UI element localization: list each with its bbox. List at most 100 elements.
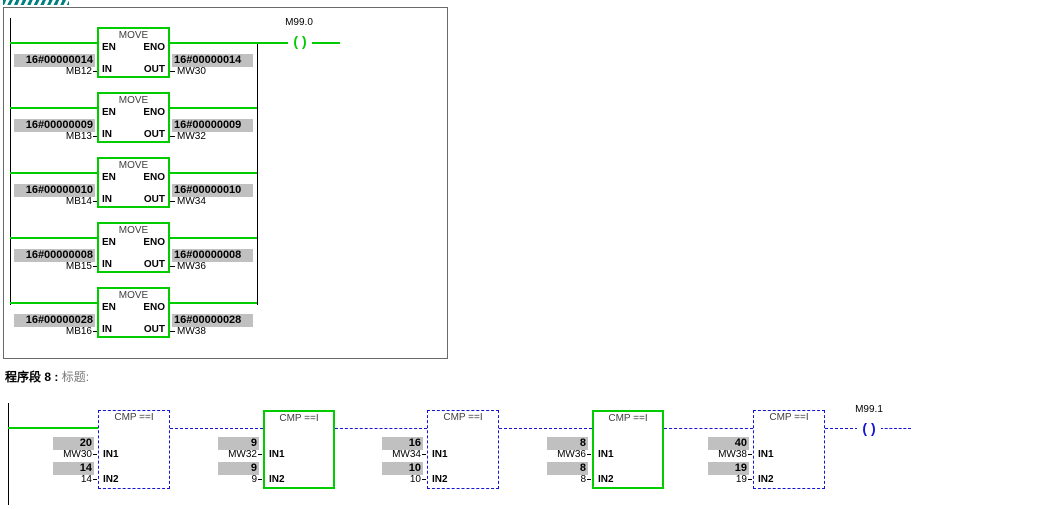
in-operand[interactable]: MB14	[14, 196, 97, 207]
in-operand[interactable]: MB15	[14, 261, 97, 272]
wire	[10, 302, 97, 304]
in1-value[interactable]: 9	[218, 437, 259, 450]
in2-value[interactable]: 9	[218, 462, 259, 475]
wire	[170, 237, 257, 239]
in-operand[interactable]: MB12	[14, 66, 97, 77]
out-value[interactable]: 16#00000008	[172, 249, 253, 262]
in-value[interactable]: 16#00000014	[14, 54, 95, 67]
in2-value[interactable]: 19	[708, 462, 749, 475]
cmp-block-2[interactable]: CMP ==I IN1 IN2	[263, 410, 335, 489]
out-value[interactable]: 16#00000028	[172, 314, 253, 327]
in2-operand[interactable]: 10	[363, 474, 426, 485]
out-value[interactable]: 16#00000010	[172, 184, 253, 197]
eno-pin-label: ENO	[143, 42, 165, 53]
in1-pin-label: IN1	[758, 449, 774, 460]
coil-m99-1[interactable]: ( )	[857, 421, 881, 436]
power-rail-network7	[10, 18, 11, 305]
wire	[10, 237, 97, 239]
in2-operand[interactable]: 8	[528, 474, 591, 485]
out-operand[interactable]: MW38	[170, 326, 206, 337]
wire	[170, 107, 257, 109]
in-value[interactable]: 16#00000009	[14, 119, 95, 132]
in-operand[interactable]: MB16	[14, 326, 97, 337]
in1-operand[interactable]: MW38	[689, 449, 752, 460]
out-value[interactable]: 16#00000009	[172, 119, 253, 132]
move-block-4[interactable]: MOVE EN ENO IN OUT	[97, 222, 170, 273]
in2-pin-label: IN2	[598, 474, 614, 485]
in2-value[interactable]: 8	[547, 462, 588, 475]
en-pin-label: EN	[102, 42, 116, 53]
in1-value[interactable]: 40	[708, 437, 749, 450]
in-pin-label: IN	[102, 129, 112, 140]
block-title: MOVE	[118, 30, 149, 41]
out-operand[interactable]: MW32	[170, 131, 206, 142]
in-pin-label: IN	[102, 64, 112, 75]
in1-pin-label: IN1	[269, 449, 285, 460]
wire-dashed	[170, 428, 263, 429]
wire	[170, 172, 257, 174]
in1-operand[interactable]: MW30	[34, 449, 97, 460]
out-operand[interactable]: MW34	[170, 196, 206, 207]
in2-operand[interactable]: 19	[689, 474, 752, 485]
in-pin-label: IN	[102, 259, 112, 270]
in-value[interactable]: 16#00000008	[14, 249, 95, 262]
out-pin-label: OUT	[143, 129, 165, 140]
wire	[10, 172, 97, 174]
branch-rail-network7	[257, 43, 258, 305]
in2-value[interactable]: 14	[53, 462, 94, 475]
network-title[interactable]: 标题:	[61, 370, 90, 384]
cmp-block-1[interactable]: CMP ==I IN1 IN2	[98, 410, 170, 489]
wire	[170, 42, 257, 44]
en-pin-label: EN	[102, 237, 116, 248]
in2-pin-label: IN2	[432, 474, 448, 485]
in2-operand[interactable]: 14	[34, 474, 97, 485]
in1-operand[interactable]: MW34	[363, 449, 426, 460]
move-block-3[interactable]: MOVE EN ENO IN OUT	[97, 157, 170, 208]
coil-label: M99.1	[855, 404, 883, 415]
coil-m99-0[interactable]: ( )	[288, 34, 312, 50]
in2-pin-label: IN2	[103, 474, 119, 485]
en-pin-label: EN	[102, 107, 116, 118]
in2-operand[interactable]: 9	[199, 474, 262, 485]
network-8-header[interactable]: 程序段 8 : 标题:	[5, 368, 89, 385]
move-block-2[interactable]: MOVE EN ENO IN OUT	[97, 92, 170, 143]
wire-dashed	[880, 428, 911, 429]
in1-value[interactable]: 8	[547, 437, 588, 450]
wire-dashed	[825, 428, 858, 429]
block-title: CMP ==I	[608, 413, 648, 424]
out-pin-label: OUT	[143, 259, 165, 270]
wire	[170, 302, 257, 304]
cmp-block-5[interactable]: CMP ==I IN1 IN2	[753, 410, 825, 489]
out-value[interactable]: 16#00000014	[172, 54, 253, 67]
coil-label: M99.0	[285, 17, 313, 28]
block-title: CMP ==I	[443, 412, 483, 423]
cmp-block-3[interactable]: CMP ==I IN1 IN2	[427, 410, 499, 489]
in1-pin-label: IN1	[103, 449, 119, 460]
move-block-1[interactable]: MOVE EN ENO IN OUT	[97, 27, 170, 78]
block-title: MOVE	[118, 95, 149, 106]
in-pin-label: IN	[102, 194, 112, 205]
cmp-block-4[interactable]: CMP ==I IN1 IN2	[592, 410, 664, 489]
network-number: 程序段 8 :	[5, 370, 59, 384]
out-operand[interactable]: MW36	[170, 261, 206, 272]
in1-value[interactable]: 20	[53, 437, 94, 450]
in2-value[interactable]: 10	[382, 462, 423, 475]
block-title: MOVE	[118, 160, 149, 171]
eno-pin-label: ENO	[143, 302, 165, 313]
wire-dashed	[499, 428, 592, 429]
in1-value[interactable]: 16	[382, 437, 423, 450]
in-value[interactable]: 16#00000028	[14, 314, 95, 327]
network-7-frame[interactable]	[3, 7, 448, 359]
move-block-5[interactable]: MOVE EN ENO IN OUT	[97, 287, 170, 338]
in1-operand[interactable]: MW36	[528, 449, 591, 460]
eno-pin-label: ENO	[143, 107, 165, 118]
in2-pin-label: IN2	[269, 474, 285, 485]
block-title: CMP ==I	[114, 412, 154, 423]
in-operand[interactable]: MB13	[14, 131, 97, 142]
power-rail-network8	[8, 403, 9, 505]
in-value[interactable]: 16#00000010	[14, 184, 95, 197]
wire-dashed	[335, 428, 427, 429]
in1-operand[interactable]: MW32	[199, 449, 262, 460]
out-operand[interactable]: MW30	[170, 66, 206, 77]
